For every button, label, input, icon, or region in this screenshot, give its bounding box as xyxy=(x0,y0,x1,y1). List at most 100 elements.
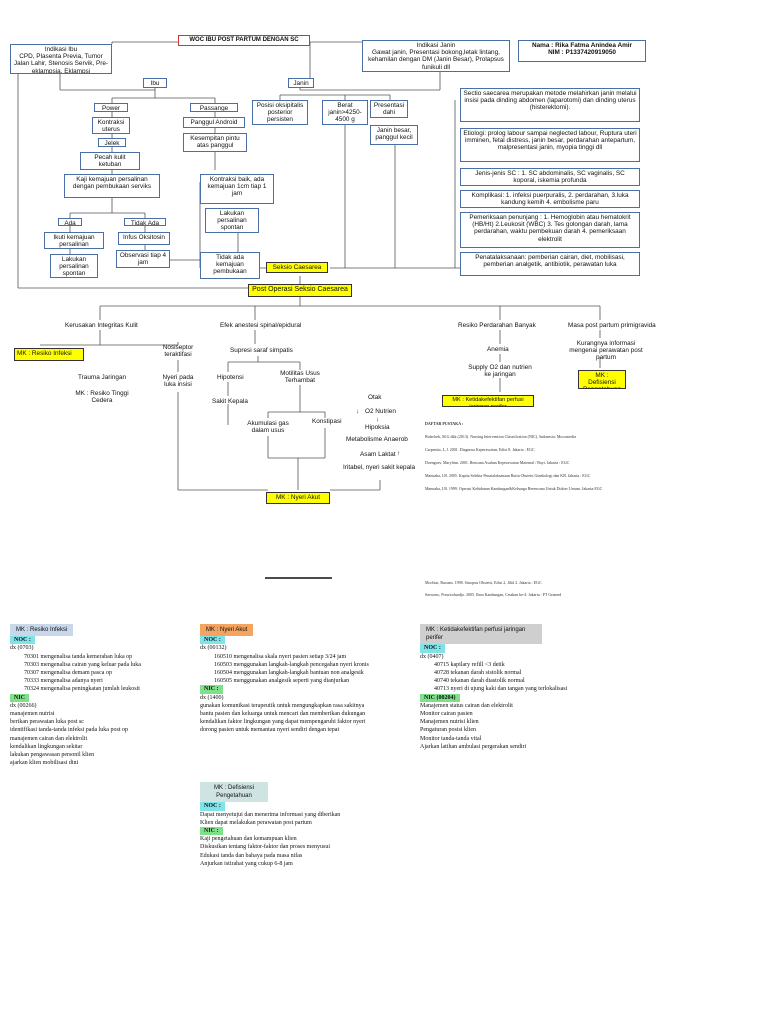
node-observasi: Observasi tiap 4 jam xyxy=(116,250,170,268)
node-power: Power xyxy=(94,103,128,112)
nic-label: NIC : xyxy=(200,685,223,694)
node-konstipasi: Konstipasi xyxy=(312,418,342,425)
nic-item: Manajemen status cairan dan elektrolit xyxy=(420,702,513,709)
node-posisi-oksipitalis: Posisi oksipitalis posterior persisten xyxy=(252,100,308,125)
nic-item: Diskusikan tentang faktor-faktor dan pro… xyxy=(200,844,331,851)
nic-item: lakukan pengawasan personil klien xyxy=(10,752,95,759)
noc-item: 70301 mengenalisa tanda kemerahan luka o… xyxy=(24,653,133,660)
node-kaji-kemajuan: Kaji kemajuan persalinan dengan pembukaa… xyxy=(64,174,160,198)
node-iritabel: Iritabel, nyeri sakit kepala xyxy=(343,464,416,471)
node-supresi: Supresi saraf simpatis xyxy=(230,347,293,354)
noc-item: Dapat menyetujui dan menerima informasi … xyxy=(200,811,341,818)
nic-item: Kaji pengetahuan dan kemampuan klien xyxy=(200,836,297,843)
noc-item: 160503 menggunakan langkah-langkah pence… xyxy=(214,661,369,668)
node-resiko-perdarahan: Resiko Perdarahan Banyak xyxy=(458,322,536,329)
connector-lines xyxy=(17,41,601,579)
node-masa-post-partum: Masa post partum primigravida xyxy=(568,322,656,329)
student-nim: NIM : P1337420919050 xyxy=(548,49,616,57)
nic-item: Pengaturan posisi klien xyxy=(420,727,476,734)
nic-item: Monitor cairan pasien xyxy=(420,711,473,718)
info-penunjang: Pemeriksaan penunjang : 1. Hemoglobin at… xyxy=(460,212,640,248)
node-lakukan-spontan-2: Lakukan persalinan spontan xyxy=(205,208,259,233)
nic-item: dorong pasien untuk memantau nyeri sendi… xyxy=(200,727,340,734)
info-etiologi: Etiologi: prolog labour sampai neglected… xyxy=(460,128,640,162)
info-komplikasi: Komplikasi: 1. infeksi puerpuralis, 2. p… xyxy=(460,190,640,208)
node-kontraksi-uterus: Kontraksi uterus xyxy=(92,117,130,134)
noc-item: Klien dapat melakukan perawatan post par… xyxy=(200,819,312,826)
nic-item: manajemen nutrisi xyxy=(10,711,55,718)
nic-item: berikan perawatan luka post sc xyxy=(10,719,84,726)
nic-item: kendalikan lingkungan sekitar xyxy=(10,743,83,750)
node-sakit-kepala: Sakit Kepala xyxy=(212,398,248,405)
node-kurangnya-informasi: Kurangnya informasi mengenai perawatan p… xyxy=(569,340,643,362)
noc-item: 40740 tekanan darah diastolik normal xyxy=(434,678,525,685)
careplan-header: MK : Nyeri Akut xyxy=(200,624,254,637)
node-trauma-jaringan: Trauma Jaringan xyxy=(78,374,127,381)
node-kerusakan-kulit: Kerusakan Integritas Kulit xyxy=(65,322,138,329)
reference-item: Carpenito, L.J. 2001. Diagnosa Keperawat… xyxy=(425,447,535,452)
arrow-up-icon: ↑ xyxy=(397,450,401,457)
careplan-header: MK : Defisiensi Pengetahuan xyxy=(200,782,268,803)
node-panggul-android: Panggul Android xyxy=(183,117,245,128)
nic-dx: dx (1400) xyxy=(200,694,224,701)
node-hipotensi: Hipotensi xyxy=(217,374,244,381)
noc-label: NOC : xyxy=(200,802,225,811)
reference-item: Doengoes, Marylinn. 2001. Rencana Asuhan… xyxy=(425,460,570,465)
node-tidak-kemajuan: Tidak ada kemajuan pembukaan xyxy=(200,252,260,279)
node-motilitas: Motilitas Usus Terhambat xyxy=(280,370,320,385)
info-jenis-sc: Jenis-jenis SC : 1. SC abdominalis, SC v… xyxy=(460,168,640,186)
node-infus-oksitosin: Infus Oksitosin xyxy=(118,232,170,245)
reference-item: Bulechek, M.G dkk (2013). Nursing Interv… xyxy=(425,434,576,439)
mk-perfusi-jaringan: MK : Ketidakefektifan perfusi jaringan p… xyxy=(442,395,534,407)
arrow-down-icon: ↓ xyxy=(376,416,380,423)
nic-item: Ajarkan latihan ambulasi pergerakan send… xyxy=(420,743,527,750)
nic-item: identifikasi tanda-tanda infeksi pada lu… xyxy=(10,727,128,734)
mk-defisiensi-pengetahuan: MK : Defisiensi Pengetahuan xyxy=(578,370,626,389)
node-janin-besar: Janin besar, panggul kecil xyxy=(370,125,418,145)
nic-item: kendalikan faktor lingkungan yang dapat … xyxy=(200,719,366,726)
node-tidak-ada: Tidak Ada xyxy=(124,218,166,226)
noc-item: 40713 nyeri di ujung kaki dan tangan yan… xyxy=(434,686,568,693)
noc-dx: dx (0703) xyxy=(10,645,34,652)
nic-dx: dx (00266) xyxy=(10,702,37,709)
noc-item: 70307 mengenalisa demam pasca op xyxy=(24,670,112,677)
node-anemia: Anemia xyxy=(487,346,509,353)
node-post-operasi: Post Operasi Seksio Caesarea xyxy=(248,284,352,297)
reference-item: Manuaba, I.B. 1999. Operasi Kebidanan Ka… xyxy=(425,486,603,491)
node-otak: Otak xyxy=(368,394,382,401)
indikasi-janin-text: Gawat janin, Presentasi bokong,letak lin… xyxy=(368,49,504,71)
node-berat-janin: Berat janin>4250-4500 g xyxy=(322,100,368,125)
indikasi-ibu-text: CPD, Plasenta Previa, Tumor Jalan Lahir,… xyxy=(13,53,109,74)
noc-item: 160510 mengenalisa skala nyeri pasien se… xyxy=(214,653,347,660)
noc-dx: dx (00132) xyxy=(200,645,227,652)
nic-item: manajemen cairan dan elektrolit xyxy=(10,735,88,742)
node-kontraksi-baik: Kontraksi baik, ada kemajuan 1cm tiap 1 … xyxy=(200,174,274,204)
mk-nyeri-akut: MK : Nyeri Akut xyxy=(266,492,330,504)
nic-label: NIC xyxy=(10,693,30,702)
nic-item: Monitor tanda-tanda vital xyxy=(420,735,482,742)
noc-item: 40715 kapilary refill <3 detik xyxy=(434,661,505,668)
node-o2-nutrien: O2 Nutrien xyxy=(365,408,396,415)
node-kesempitan: Kesempitan pintu atas panggul xyxy=(183,133,247,152)
node-nyeri-luka: Nyeri pada luka insisi xyxy=(162,374,194,389)
careplan-defisiensi: MK : Defisiensi Pengetahuan NOC : Dapat … xyxy=(200,782,420,868)
node-lakukan-spontan-1: Lakukan persalinan spontan xyxy=(50,254,98,278)
indikasi-janin-title: Indikasi Janin xyxy=(416,42,456,49)
noc-label: NOC : xyxy=(420,644,445,653)
nic-item: ajarkan klien mobilisasi dini xyxy=(10,760,79,767)
nic-item: Edukasi tanda dan bahaya pada masa nifas xyxy=(200,852,303,859)
node-janin: Janin xyxy=(288,78,314,88)
nic-item: gunakan komunikasi terapeutik untuk meng… xyxy=(200,702,365,709)
reference-item: Mochtar, Rustam. 1998. Sinopsis Obstetri… xyxy=(425,580,542,585)
careplan-header: MK : Resiko Infeksi xyxy=(10,624,74,637)
noc-item: 70333 mengenalisa adanya nyeri xyxy=(24,678,103,685)
references-title: DAFTAR PUSTAKA : xyxy=(425,421,464,426)
mk-resiko-infeksi: MK : Resiko Infeksi xyxy=(14,348,84,361)
node-ikuti-kemajuan: Ikuti kemajuan persalinan xyxy=(44,232,104,249)
reference-item: Sarwono, Prawirohardjo. 2005. Ilmu Kandu… xyxy=(425,592,562,597)
indikasi-ibu-title: Indikasi Ibu xyxy=(44,46,78,53)
node-ada: Ada xyxy=(58,218,82,226)
node-metabolisme: Metabolisme Anaerob xyxy=(346,436,408,443)
noc-item: 70303 mengenalisa cairan yang keluar pad… xyxy=(24,661,141,668)
student-name: Nama : Rika Fatma Anindea Amir xyxy=(531,42,633,49)
